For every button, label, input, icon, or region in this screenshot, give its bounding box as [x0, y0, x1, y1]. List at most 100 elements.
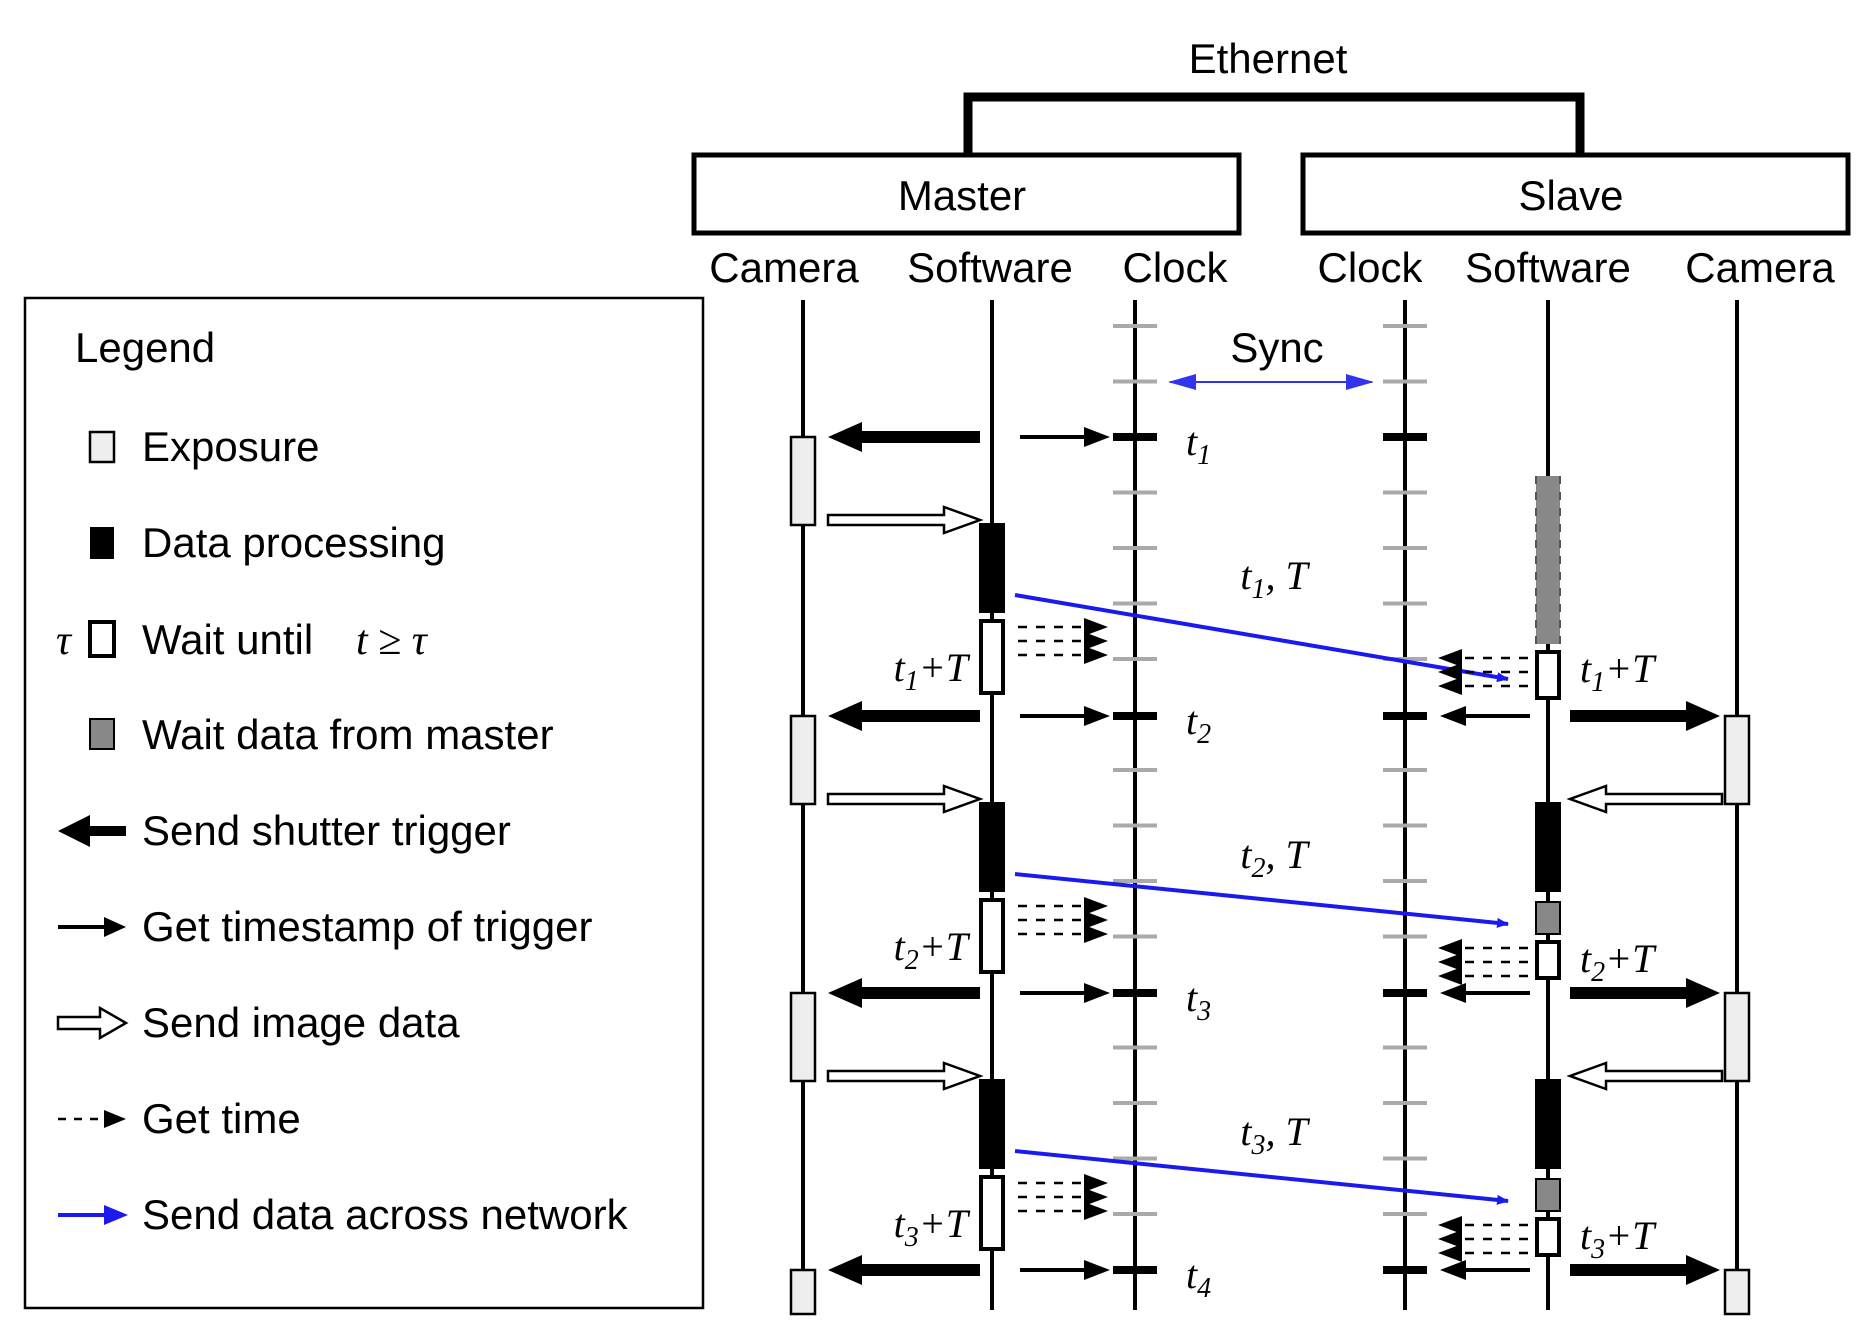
sync-arrowhead-right — [1346, 374, 1374, 390]
slave-wait-master-2 — [1535, 901, 1561, 935]
slave-box — [1300, 152, 1851, 236]
timestamp-label-2: t2 — [1186, 698, 1211, 750]
slave-wait-3 — [1535, 1217, 1561, 1257]
lane-headers: Camera Software Clock Clock Software Cam… — [709, 244, 1835, 291]
legend-item-processing: Data processing — [142, 519, 446, 566]
slave-get-time-2-head-0 — [1438, 939, 1462, 957]
network-message-label-2: t2, T — [1240, 832, 1310, 884]
slave-get-time-3-head-1 — [1438, 1230, 1462, 1248]
slave-shutter-trigger-2 — [1570, 978, 1720, 1008]
legend-exposure-swatch — [88, 430, 116, 464]
network-message-label-1: t1, T — [1240, 553, 1310, 605]
network-message-3 — [1014, 1149, 1509, 1205]
master-processing-2 — [979, 802, 1005, 892]
master-shutter-trigger-2 — [828, 701, 980, 731]
legend-processing-swatch — [90, 527, 114, 559]
network-message-1 — [1014, 593, 1509, 683]
slave-exposure-1 — [1723, 714, 1751, 806]
legend-network-arrowhead — [104, 1205, 128, 1225]
legend-wait-swatch — [88, 620, 116, 658]
master-get-time-2-head-0 — [1084, 897, 1108, 915]
master-get-timestamp-4-head — [1084, 1260, 1110, 1280]
master-get-time-3-head-0 — [1084, 1174, 1108, 1192]
sync-arrowhead-left — [1168, 374, 1196, 390]
slave-wait-target-1: t1+T — [1580, 646, 1657, 698]
slave-processing-1 — [1535, 802, 1561, 892]
slave-send-image-2 — [1566, 1061, 1724, 1091]
master-get-time-1-head-2 — [1084, 646, 1108, 664]
master-box — [691, 152, 1242, 236]
timestamp-label-4: t4 — [1186, 1252, 1211, 1304]
slave-get-timestamp-3-head — [1440, 1260, 1466, 1280]
sync-indicator: Sync — [1168, 324, 1374, 390]
master-exposure-2 — [789, 714, 817, 806]
slave-label: Slave — [1518, 172, 1623, 219]
slave-get-time-2-head-1 — [1438, 953, 1462, 971]
master-exposure-4 — [789, 1268, 817, 1316]
slave-exposure-2 — [1723, 991, 1751, 1083]
legend-item-image: Send image data — [142, 999, 460, 1046]
lane-header-master-software: Software — [907, 244, 1073, 291]
slave-wait-1 — [1535, 650, 1561, 700]
slave-shutter-trigger-1 — [1570, 701, 1720, 731]
slave-processing-2 — [1535, 1079, 1561, 1169]
master-wait-target-2: t2+T — [894, 924, 971, 976]
legend-item-exposure: Exposure — [142, 423, 319, 470]
master-get-time-3-head-1 — [1084, 1188, 1108, 1206]
slave-get-time-3-head-0 — [1438, 1216, 1462, 1234]
slave-wait-master-3 — [1535, 1178, 1561, 1212]
legend-item-wait: Wait until — [142, 616, 313, 663]
legend-item-wait-master: Wait data from master — [142, 711, 554, 758]
legend-shutter-arrow — [58, 815, 126, 847]
slave-get-timestamp-1-head — [1440, 706, 1466, 726]
legend-wait-symbol: τ — [56, 618, 73, 664]
ethernet-bracket — [963, 92, 1585, 155]
slave-wait-master-1 — [1536, 476, 1560, 644]
legend-wait-condition: t ≥ τ — [356, 618, 429, 664]
slave-exposure-3 — [1723, 1268, 1751, 1316]
master-get-time-1-head-0 — [1084, 618, 1108, 636]
master-node: Master — [691, 152, 1242, 236]
slave-node: Slave — [1300, 152, 1851, 236]
master-label: Master — [898, 172, 1026, 219]
lane-header-master-camera: Camera — [709, 244, 859, 291]
master-get-timestamp-1-head — [1084, 427, 1110, 447]
master-get-timestamp-2-head — [1084, 706, 1110, 726]
slave-get-time-2-head-2 — [1438, 967, 1462, 985]
lane-header-slave-clock: Clock — [1317, 244, 1423, 291]
master-wait-target-1: t1+T — [894, 645, 971, 697]
slave-wait-target-3: t3+T — [1580, 1213, 1657, 1265]
master-shutter-trigger-1 — [828, 422, 980, 452]
legend-item-shutter: Send shutter trigger — [142, 807, 511, 854]
slave-shutter-trigger-3 — [1570, 1255, 1720, 1285]
master-get-time-2-head-2 — [1084, 925, 1108, 943]
slave-get-time-1-head-0 — [1438, 649, 1462, 667]
legend-title: Legend — [75, 324, 215, 371]
legend-box — [23, 296, 705, 1310]
lane-header-slave-software: Software — [1465, 244, 1631, 291]
master-wait-1 — [979, 619, 1005, 695]
lane-header-master-clock: Clock — [1122, 244, 1228, 291]
legend-item-gettime: Get time — [142, 1095, 301, 1142]
lane-header-slave-camera: Camera — [1685, 244, 1835, 291]
legend-gettime-arrowhead — [104, 1110, 126, 1128]
master-send-image-2 — [826, 784, 984, 814]
legend-image-arrow — [56, 1005, 129, 1041]
master-exposure-3 — [789, 991, 817, 1083]
master-get-time-2-head-1 — [1084, 911, 1108, 929]
master-processing-1 — [979, 523, 1005, 613]
timestamp-label-3: t3 — [1186, 975, 1211, 1027]
legend: Legend Exposure Data processing τ Wait u… — [23, 296, 705, 1310]
slave-get-time-1-head-2 — [1438, 677, 1462, 695]
slave-send-image-1 — [1566, 784, 1724, 814]
legend-item-timestamp: Get timestamp of trigger — [142, 903, 593, 950]
ethernet-link: Ethernet — [963, 35, 1585, 155]
master-get-time-1-head-1 — [1084, 632, 1108, 650]
ethernet-label: Ethernet — [1189, 35, 1348, 82]
master-exposure-1 — [789, 435, 817, 527]
legend-wait-master-swatch — [89, 718, 115, 750]
legend-timestamp-arrowhead — [104, 917, 126, 937]
slave-get-time-3-head-2 — [1438, 1244, 1462, 1262]
slave-get-time-1-head-1 — [1438, 663, 1462, 681]
slave-wait-target-2: t2+T — [1580, 936, 1657, 988]
